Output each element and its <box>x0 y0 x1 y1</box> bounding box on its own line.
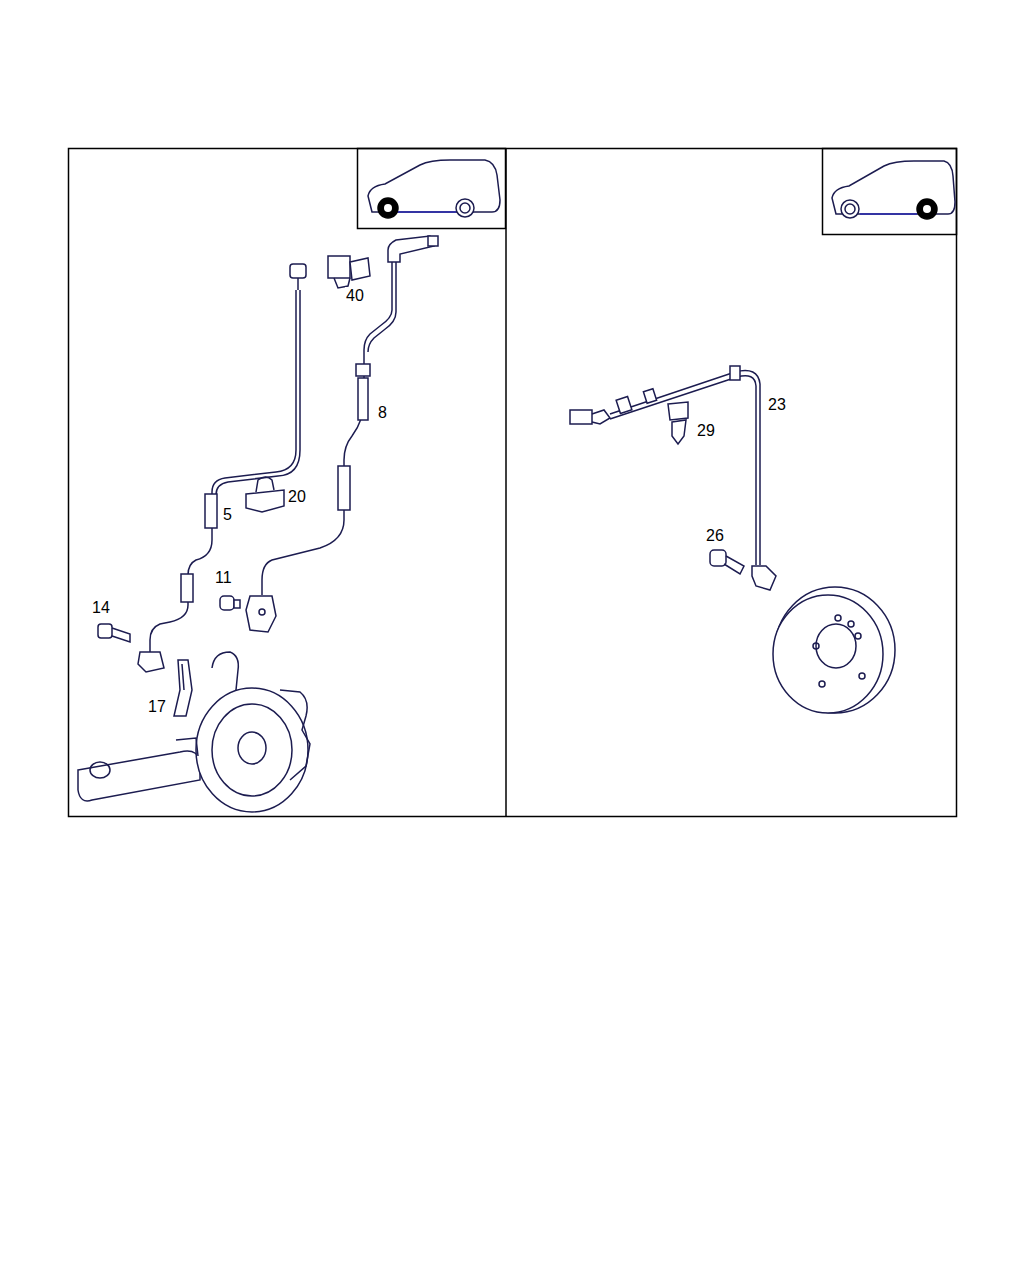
sensor-cable <box>138 264 306 672</box>
callout-number: 40 <box>345 287 365 305</box>
bolt <box>710 550 744 574</box>
callout-number: 14 <box>91 599 111 617</box>
callout-number: 23 <box>767 396 787 414</box>
sensor-cable <box>246 236 438 632</box>
bolt <box>98 624 130 642</box>
cable-clip <box>668 402 688 444</box>
car-icon-front <box>358 149 506 229</box>
panel-frame <box>69 149 957 817</box>
panel-divider <box>505 148 507 817</box>
callout-number: 17 <box>147 698 167 716</box>
callout-number: 29 <box>696 422 716 440</box>
cable-clip <box>246 477 284 512</box>
steering-knuckle <box>78 652 310 812</box>
connector-part <box>328 256 370 288</box>
callout-number: 5 <box>222 506 233 524</box>
bolt <box>220 596 240 610</box>
brake-disc <box>773 587 895 713</box>
callout-number: 26 <box>705 527 725 545</box>
callout-number: 11 <box>214 569 233 587</box>
car-icon-rear <box>823 149 957 235</box>
sensor-cable <box>570 366 776 590</box>
cable-clip <box>174 660 192 716</box>
callout-number: 20 <box>287 488 307 506</box>
callout-number: 8 <box>377 404 388 422</box>
